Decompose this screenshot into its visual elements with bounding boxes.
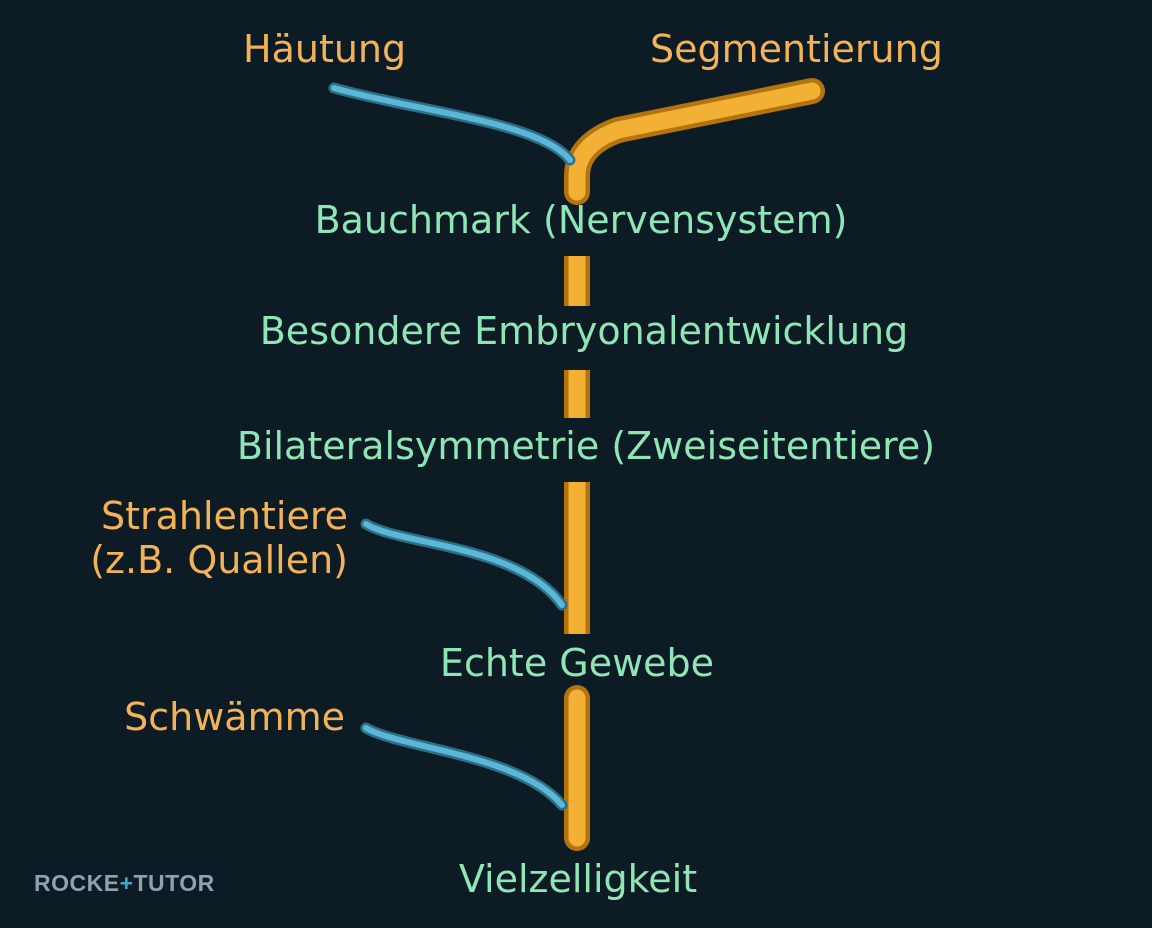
trait-echte-gewebe: Echte Gewebe	[439, 641, 715, 685]
rocket-tutor-logo: ROCKE+TUTOR	[34, 870, 215, 897]
trait-bilateralsymmetrie: Bilateralsymmetrie (Zweiseitentiere)	[236, 424, 936, 468]
group-strahlentiere-line1: Strahlentiere	[100, 494, 348, 538]
main-trunk	[564, 78, 825, 851]
trait-vielzelligkeit: Vielzelligkeit	[458, 857, 698, 901]
logo-part2: TUTOR	[133, 870, 215, 896]
group-schwaemme: Schwämme	[124, 695, 345, 739]
trait-embryonalentwicklung: Besondere Embryonalentwicklung	[259, 309, 909, 353]
logo-part1: ROCKE	[34, 870, 120, 896]
trait-bauchmark: Bauchmark (Nervensystem)	[314, 198, 848, 242]
side-branches	[328, 82, 576, 811]
group-segmentierung: Segmentierung	[650, 27, 943, 71]
group-strahlentiere-line2: (z.B. Quallen)	[90, 537, 348, 582]
group-strahlentiere: Strahlentiere (z.B. Quallen)	[40, 494, 348, 582]
group-haeutung: Häutung	[243, 27, 407, 71]
logo-cross: +	[119, 870, 134, 896]
